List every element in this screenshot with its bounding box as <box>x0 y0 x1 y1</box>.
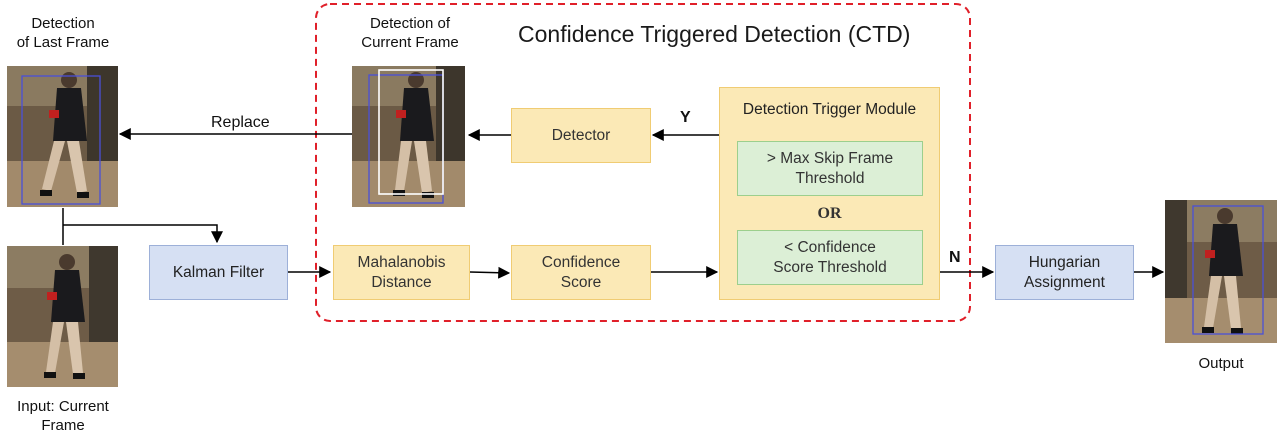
last-frame-label-line2: of Last Frame <box>16 34 110 51</box>
kalman-filter-box: Kalman Filter <box>149 245 288 300</box>
hungarian-line2: Assignment <box>1024 273 1105 291</box>
no-label: N <box>949 249 961 266</box>
or-label: OR <box>817 205 842 222</box>
kalman-filter-label: Kalman Filter <box>172 263 265 281</box>
input-label: Input: Current Frame <box>0 397 126 435</box>
detector-box: Detector <box>511 108 651 163</box>
hungarian-assignment-box: Hungarian Assignment <box>995 245 1134 300</box>
max-skip-line1: > Max Skip Frame <box>766 149 894 167</box>
detector-label: Detector <box>551 126 611 144</box>
mahalanobis-line2: Distance <box>371 273 432 291</box>
detection-trigger-module: Detection Trigger Module > Max Skip Fram… <box>719 87 940 300</box>
last-frame-photo <box>7 66 118 207</box>
arrow-mahalanobis-to-confidence <box>469 266 511 279</box>
confidence-threshold-box: < Confidence Score Threshold <box>737 230 923 285</box>
output-frame-photo <box>1165 200 1277 343</box>
arrow-to-kalman <box>63 224 223 244</box>
confidence-score-box: Confidence Score <box>511 245 651 300</box>
mahalanobis-line1: Mahalanobis <box>357 253 446 271</box>
replace-label: Replace <box>211 114 270 131</box>
conf-threshold-line1: < Confidence <box>784 238 876 256</box>
hungarian-line1: Hungarian <box>1028 253 1101 271</box>
current-frame-label-line1: Detection of <box>369 15 451 32</box>
output-label: Output <box>1198 355 1244 372</box>
max-skip-frame-box: > Max Skip Frame Threshold <box>737 141 923 196</box>
input-label-line1: Input: Current <box>17 398 109 415</box>
ctd-title: Confidence Triggered Detection (CTD) <box>518 21 911 47</box>
input-label-line2: Frame <box>41 417 85 434</box>
confidence-score-line2: Score <box>560 273 602 291</box>
max-skip-line2: Threshold <box>795 169 865 187</box>
conf-threshold-line2: Score Threshold <box>773 258 887 276</box>
confidence-score-line1: Confidence <box>541 253 621 271</box>
current-frame-detection-label: Detection of Current Frame <box>345 14 475 52</box>
current-frame-detection-photo <box>352 66 465 207</box>
mahalanobis-distance-box: Mahalanobis Distance <box>333 245 470 300</box>
input-frame-photo <box>7 246 118 387</box>
last-frame-label: Detection of Last Frame <box>0 14 126 52</box>
current-frame-label-line2: Current Frame <box>361 34 459 51</box>
trigger-module-title: Detection Trigger Module <box>742 101 917 118</box>
ctd-region-border <box>315 3 971 322</box>
last-frame-label-line1: Detection <box>31 15 95 32</box>
yes-label: Y <box>680 109 691 126</box>
